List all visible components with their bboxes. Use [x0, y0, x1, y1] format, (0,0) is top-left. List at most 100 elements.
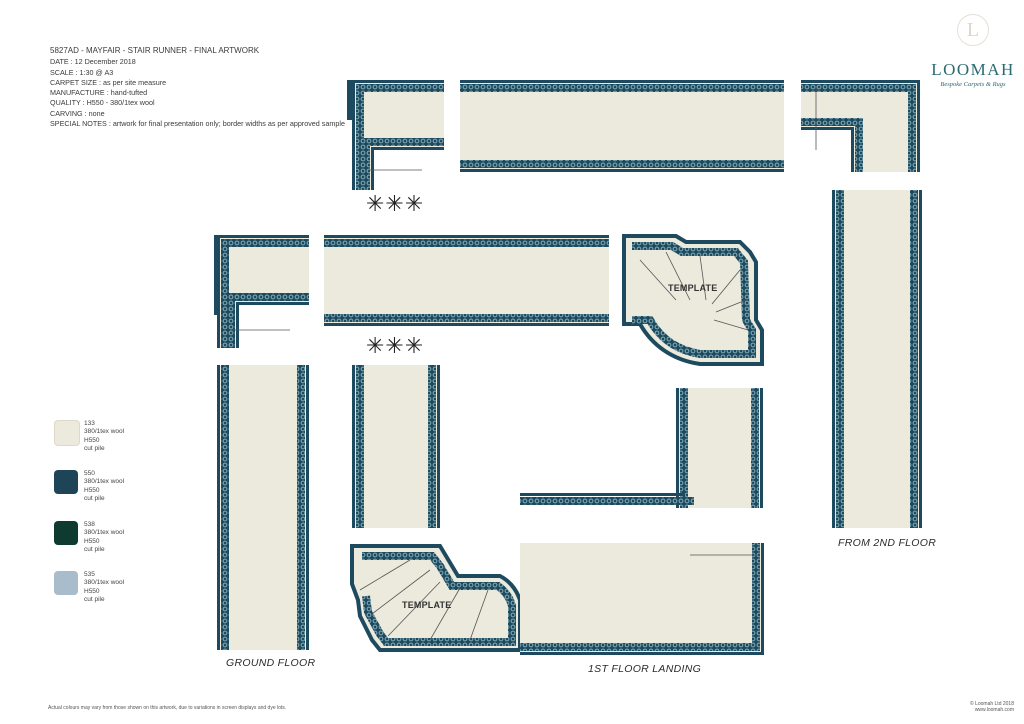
runner-corner-top-right-edge-a	[801, 80, 920, 83]
runner-middle-horizontal-edge-bottom	[324, 323, 609, 326]
runner-right-vertical	[832, 190, 922, 528]
runner-corner-top-left-band-b	[356, 84, 364, 190]
footer-copyright-block: © Loomah Ltd 2018 www.loomah.com	[970, 701, 1014, 713]
winder-template-top-band	[632, 242, 756, 358]
runner-corner-top-left-inner-band-a	[362, 138, 444, 146]
spec-carving: CARVING : none	[50, 108, 105, 118]
runner-landing-corner-edge-b	[761, 543, 764, 655]
runner-right-vertical-edge-right	[919, 190, 922, 528]
winder-line	[639, 259, 677, 301]
colour-disclaimer: Actual colours may vary from those shown…	[48, 705, 287, 711]
runner-middle-vertical	[352, 365, 440, 528]
template-label-top: TEMPLATE	[668, 283, 718, 293]
runner-corner-top-right-gap	[801, 163, 837, 173]
runner-landing-corner-inner-a	[520, 493, 685, 496]
runner-top-horizontal-band-top	[460, 84, 784, 92]
logo-tagline: Bespoke Carpets & Rugs	[940, 81, 1006, 88]
runner-middle-horizontal	[324, 235, 609, 326]
runner-corner-middle-left-inner-band-a	[227, 293, 309, 301]
runner-ground-vertical-edge-left	[217, 365, 220, 650]
winder-line	[713, 319, 749, 331]
winder-line	[371, 569, 431, 615]
ground-floor-label: GROUND FLOOR	[226, 657, 316, 669]
winder-line	[387, 581, 441, 637]
runner-landing-corner-inner-band-a	[520, 497, 694, 505]
runner-landing-vertical-edge-left	[676, 388, 679, 508]
swatch-535	[54, 571, 78, 595]
logo-monogram-icon: L	[957, 14, 989, 46]
runner-top-horizontal-band-bottom	[460, 160, 784, 168]
winder-line	[699, 255, 707, 301]
runner-corner-top-right-edge-b	[917, 80, 920, 172]
runner-corner-top-right-band-a	[801, 84, 916, 92]
runner-right-vertical-band-left	[836, 190, 844, 528]
runner-ground-vertical-band-right	[297, 365, 305, 650]
runner-top-horizontal-edge-top	[460, 80, 784, 83]
swatch-550	[54, 470, 78, 494]
runner-corner-top-right-inner-a	[801, 127, 854, 130]
spec-date: DATE : 12 December 2018	[50, 57, 136, 67]
runner-corner-top-right-band-b	[908, 84, 916, 172]
runner-corner-top-left-inner-band-b	[362, 138, 370, 190]
runner-right-vertical-band-right	[910, 190, 918, 528]
website: www.loomah.com	[974, 707, 1014, 713]
runner-corner-middle-left-cut	[239, 305, 309, 348]
runner-landing-corner-band-a	[520, 643, 760, 651]
runner-middle-vertical-band-right	[428, 365, 436, 528]
runner-middle-vertical-band-left	[356, 365, 364, 528]
runner-top-horizontal-edge-bottom	[460, 169, 784, 172]
runner-landing-vertical-edge-right	[760, 388, 763, 508]
spec-quality: QUALITY : H550 - 380/1tex wool	[50, 98, 155, 108]
runner-corner-middle-left-inner-b	[236, 302, 239, 348]
artwork-title: 5827AD - MAYFAIR - STAIR RUNNER - FINAL …	[50, 46, 260, 55]
runner-corner-top-right-inner-band-b	[855, 118, 863, 172]
runner-middle-horizontal-edge-top	[324, 235, 609, 238]
runner-ground-vertical-edge-right	[306, 365, 309, 650]
winder-line	[711, 269, 741, 305]
winder-line	[469, 589, 489, 641]
runner-middle-vertical-edge-left	[352, 365, 355, 528]
runner-corner-middle-left-edge-a	[217, 235, 309, 238]
runner-corner-top-right-inner-band-a	[801, 118, 863, 126]
logo-name: LOOMAH	[931, 60, 1015, 79]
runner-top-horizontal	[460, 80, 784, 172]
join-marker-icon-top: ✳✳✳	[366, 192, 425, 217]
runner-middle-horizontal-band-top	[324, 239, 609, 247]
from-second-floor-label: FROM 2ND FLOOR	[838, 537, 937, 549]
runner-corner-middle-left-inner-a	[236, 302, 309, 305]
runner-corner-top-right-inner-b	[851, 127, 854, 172]
runner-corner-top-left-inner-b	[371, 147, 374, 190]
runner-corner-top-left-shadow	[347, 80, 352, 120]
winder-template-bottom	[350, 544, 522, 652]
runner-corner-top-left-band-a	[356, 84, 444, 92]
join-marker-icon-middle: ✳✳✳	[366, 334, 425, 359]
winder-line	[359, 559, 411, 591]
runner-ground-vertical-band-left	[221, 365, 229, 650]
winder-line	[715, 299, 747, 313]
runner-landing-vertical-band-left	[680, 388, 688, 508]
runner-corner-top-left-edge-b	[352, 80, 355, 190]
loomah-logo: L LOOMAH Bespoke Carpets & Rugs	[928, 14, 1018, 88]
swatch-133	[54, 420, 80, 446]
runner-corner-top-left-edge-a	[352, 80, 444, 83]
template-label-bottom: TEMPLATE	[402, 600, 452, 610]
runner-landing-corner	[520, 543, 764, 655]
runner-corner-top-left-inner-a	[371, 147, 444, 150]
runner-right-vertical-edge-left	[832, 190, 835, 528]
runner-middle-horizontal-band-bottom	[324, 314, 609, 322]
winder-line	[429, 587, 461, 641]
first-floor-landing-label: 1ST FLOOR LANDING	[588, 663, 702, 675]
runner-corner-middle-left-edge-b	[217, 235, 220, 348]
copyright: © Loomah Ltd 2018	[970, 701, 1014, 707]
swatch-538	[54, 521, 78, 545]
runner-landing-vertical	[676, 388, 763, 508]
spec-carpet-size: CARPET SIZE : as per site measure	[50, 77, 167, 87]
runner-middle-vertical-edge-right	[437, 365, 440, 528]
runner-corner-middle-left-band-b	[221, 239, 229, 348]
spec-manufacture: MANUFACTURE : hand-tufted	[50, 88, 148, 98]
spec-scale: SCALE : 1:30 @ A3	[50, 67, 114, 77]
